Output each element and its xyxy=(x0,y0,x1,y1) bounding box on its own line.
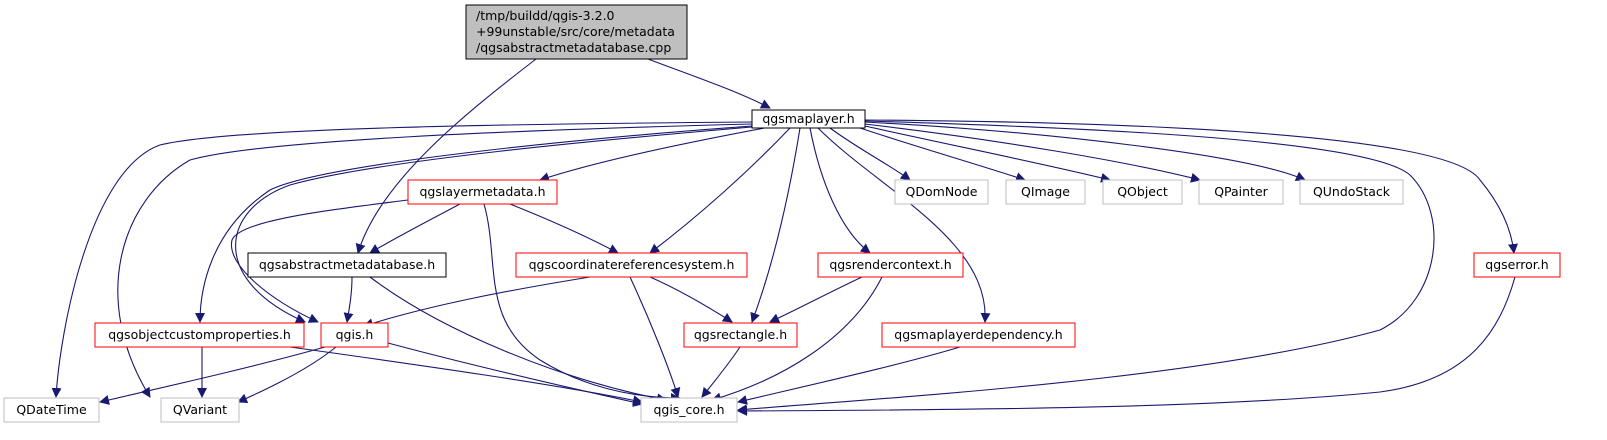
edge-qgsmaplayer-to-qdomnode xyxy=(829,127,911,181)
node-label: qgsmaplayerdependency.h xyxy=(894,327,1062,342)
root-line-2: +99unstable/src/core/metadata xyxy=(476,24,675,39)
edge-qgslayermetadata-to-qgis-core xyxy=(483,203,681,403)
edge-root-to-qgsabstractmetadatabase xyxy=(355,58,537,254)
node-label: QDateTime xyxy=(16,402,87,417)
edge-qgsmaplayer-to-qobject xyxy=(864,125,1111,183)
edge-qgsrectangle-to-qgis-core xyxy=(701,346,741,398)
graph-nodes: /tmp/buildd/qgis-3.2.0 +99unstable/src/c… xyxy=(3,4,1561,423)
edge-qgsabstractmetadatabase-to-qgis-core xyxy=(369,276,667,404)
node-label: qgsobjectcustomproperties.h xyxy=(108,327,291,342)
root-line-3: /qgsabstractmetadatabase.cpp xyxy=(476,40,671,55)
edge-qgsmaplayer-to-qgscrs xyxy=(649,127,791,254)
edge-qgsmaplayer-to-qgsrendercontext xyxy=(809,127,871,254)
node-qgscoordinatereferencesystem[interactable]: qgscoordinatereferencesystem.h xyxy=(515,252,748,278)
node-qundostack[interactable]: QUndoStack xyxy=(1299,179,1404,205)
node-label: qgis_core.h xyxy=(653,402,724,417)
edge-qgsmaplayer-to-qgsobjectcustomproperties xyxy=(195,125,753,323)
node-qdomnode[interactable]: QDomNode xyxy=(894,179,989,205)
edge-qgsmaplayer-to-qgsmaplayerdependency xyxy=(817,127,991,323)
node-qgis-core[interactable]: qgis_core.h xyxy=(640,397,738,423)
edge-qgsmaplayer-to-qgserror xyxy=(864,119,1518,254)
node-label: qgscoordinatereferencesystem.h xyxy=(529,257,735,272)
node-qobject[interactable]: QObject xyxy=(1102,179,1183,205)
node-label: qgsrendercontext.h xyxy=(829,257,951,272)
edge-qgslayermetadata-to-qgis xyxy=(230,199,409,323)
node-label: QImage xyxy=(1021,184,1070,199)
edge-qgsmaplayer-to-qgis xyxy=(235,126,753,323)
node-qdatetime[interactable]: QDateTime xyxy=(3,397,100,423)
node-qgsabstractmetadatabase[interactable]: qgsabstractmetadatabase.h xyxy=(247,252,447,278)
node-qgsmaplayer[interactable]: qgsmaplayer.h xyxy=(751,109,866,129)
node-qgsrendercontext[interactable]: qgsrendercontext.h xyxy=(817,252,964,278)
edge-qgslayermetadata-to-qgsabstractmetadatabase xyxy=(369,203,461,254)
node-label: QObject xyxy=(1117,184,1168,199)
node-qgsrectangle[interactable]: qgsrectangle.h xyxy=(683,322,798,348)
node-label: qgserror.h xyxy=(1485,257,1548,272)
node-root-source-file[interactable]: /tmp/buildd/qgis-3.2.0 +99unstable/src/c… xyxy=(465,4,688,60)
node-qgis[interactable]: qgis.h xyxy=(320,322,389,348)
node-label: qgis.h xyxy=(336,327,374,342)
node-label: qgsmaplayer.h xyxy=(762,111,854,126)
root-line-1: /tmp/buildd/qgis-3.2.0 xyxy=(476,8,615,23)
edge-qgsobjectcustomproperties-to-qgis-core xyxy=(289,346,643,406)
node-qimage[interactable]: QImage xyxy=(1005,179,1086,205)
node-qgslayermetadata[interactable]: qgslayermetadata.h xyxy=(407,179,558,205)
node-label: QUndoStack xyxy=(1313,184,1391,199)
edge-qgsmaplayer-to-qgis-core xyxy=(737,120,1435,415)
edge-qgsmaplayer-to-qgslayermetadata xyxy=(539,126,771,182)
edge-root-to-qgsmaplayer xyxy=(647,58,771,109)
node-qgsobjectcustomproperties[interactable]: qgsobjectcustomproperties.h xyxy=(94,322,305,348)
edge-qgis-to-qdatetime xyxy=(99,346,326,405)
node-label: qgsrectangle.h xyxy=(694,327,787,342)
node-label: qgslayermetadata.h xyxy=(419,184,545,199)
edge-qgsmaplayer-to-qvariant xyxy=(117,123,753,398)
edge-qgsrendercontext-to-qgsrectangle xyxy=(769,276,863,323)
edge-qgis-to-qvariant xyxy=(237,346,337,403)
node-label: QDomNode xyxy=(906,184,978,199)
edge-qgsmaplayer-to-qpainter xyxy=(864,123,1201,183)
edge-qgscrs-to-qgis-core xyxy=(629,276,681,398)
edge-qgis-to-qgis-core xyxy=(387,342,643,407)
dependency-edges xyxy=(51,58,1518,416)
node-qpainter[interactable]: QPainter xyxy=(1198,179,1284,205)
node-qgserror[interactable]: qgserror.h xyxy=(1473,252,1561,278)
edge-qgsabstractmetadatabase-to-qgis xyxy=(343,276,354,323)
node-label: QVariant xyxy=(173,402,227,417)
edge-qgsrendercontext-to-qgis-core xyxy=(711,276,883,403)
edge-qgsmaplayer-to-qgsrectangle xyxy=(750,127,801,323)
edge-qgscrs-to-qgsrectangle xyxy=(649,276,733,323)
edge-qgsmaplayer-to-qdatetime xyxy=(51,121,753,398)
node-label: qgsabstractmetadatabase.h xyxy=(259,257,435,272)
edge-qgsmaplayer-to-qundostack xyxy=(864,121,1306,181)
edge-qgserror-to-qgis-core xyxy=(737,276,1516,416)
node-qvariant[interactable]: QVariant xyxy=(160,397,240,423)
edge-qgscrs-to-qgis xyxy=(363,276,591,329)
edge-qgsmaplayer-to-qimage xyxy=(859,127,1026,182)
edge-qgsmaplayerdependency-to-qgis-core xyxy=(737,346,961,405)
node-qgsmaplayerdependency[interactable]: qgsmaplayerdependency.h xyxy=(881,322,1076,348)
edge-qgslayermetadata-to-qgscrs xyxy=(509,203,619,254)
node-label: QPainter xyxy=(1214,184,1268,199)
